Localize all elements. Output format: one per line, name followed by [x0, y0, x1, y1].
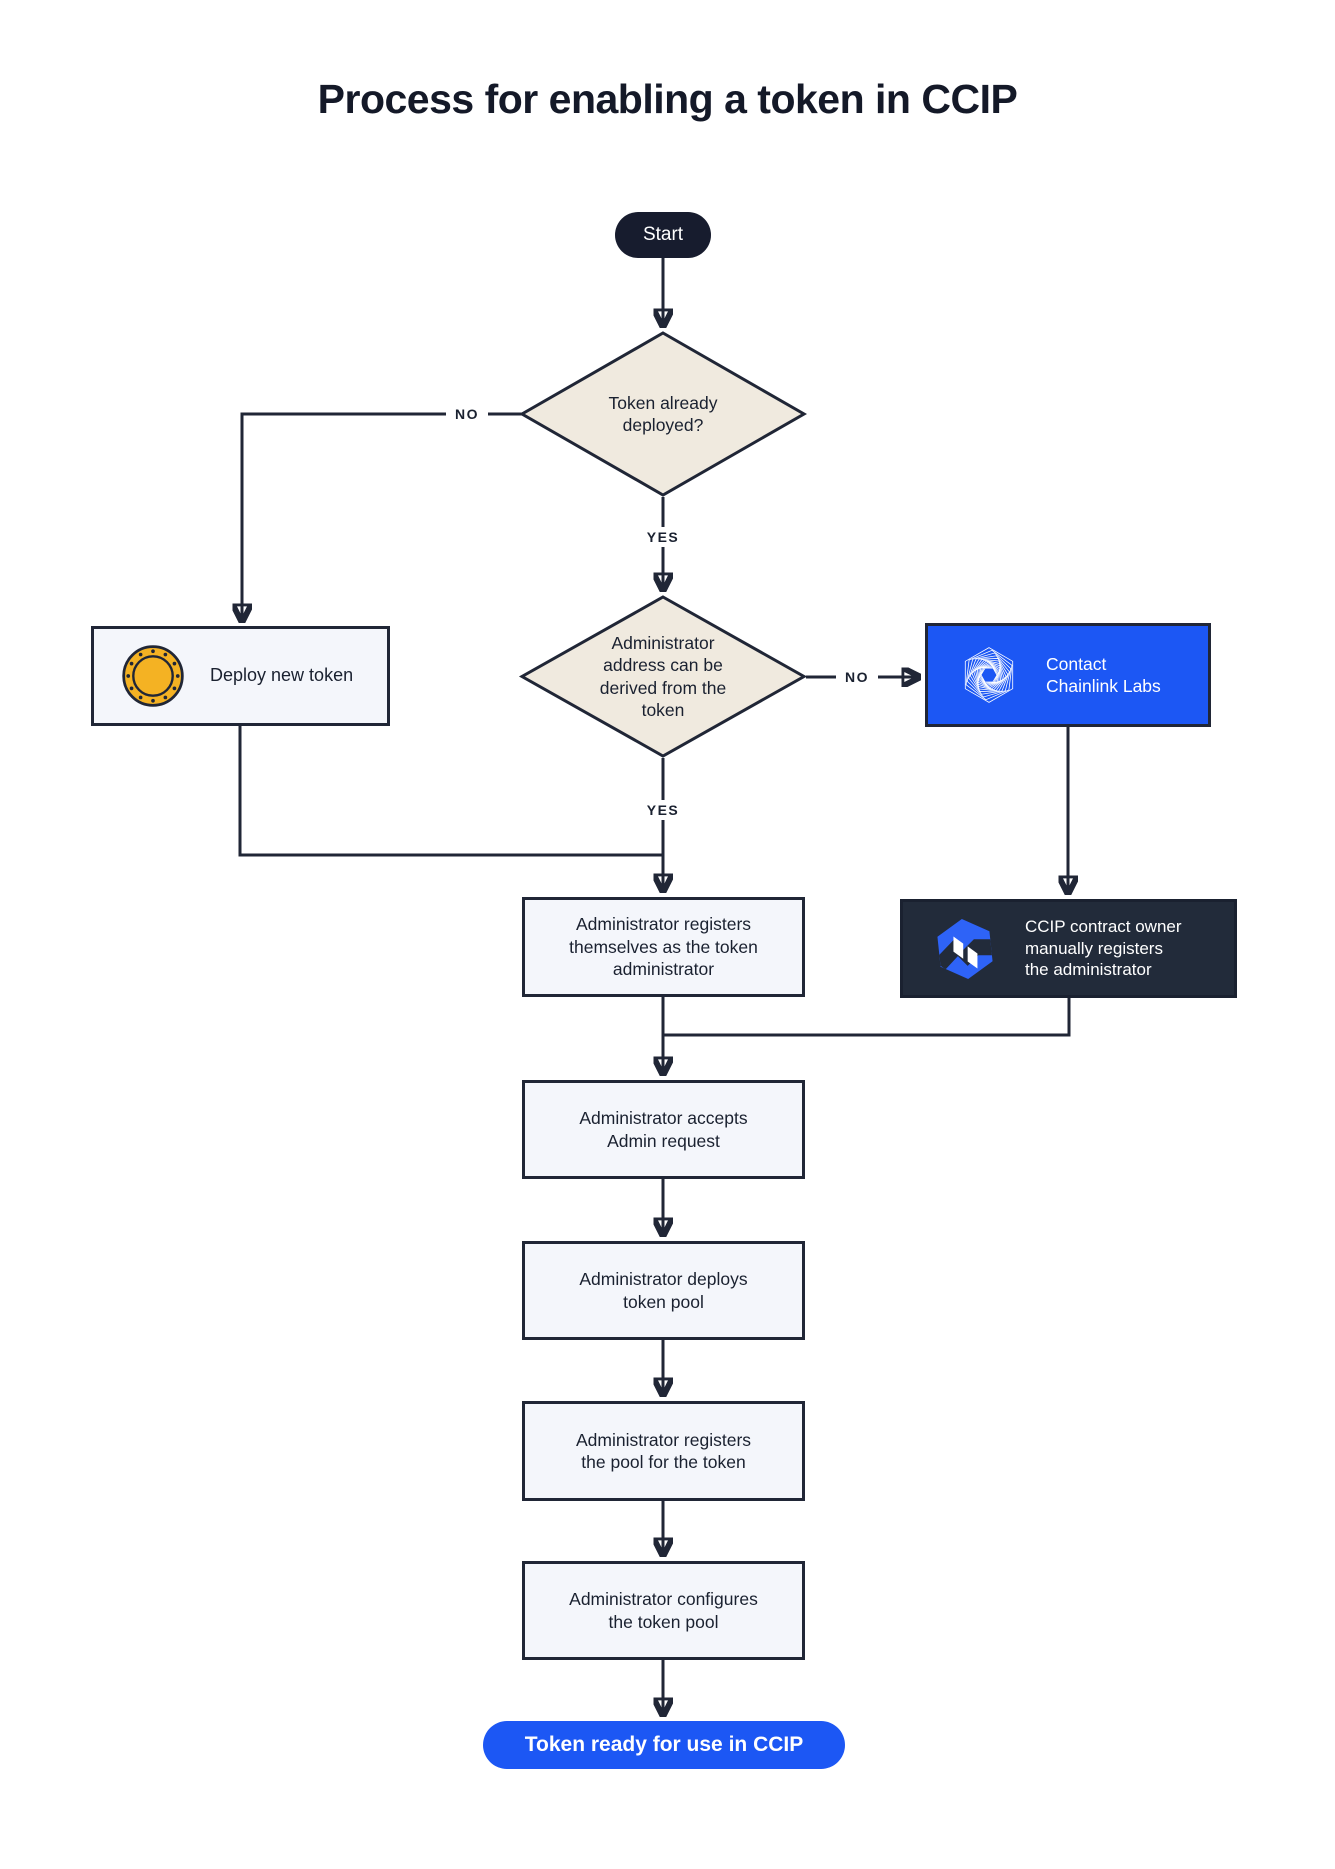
connector-decision1-no-to-deploy: [242, 412, 522, 619]
admin-registers-self-node: Administrator registers themselves as th…: [522, 897, 805, 997]
decision-token-already-deployed: Token already deployed?: [518, 331, 808, 497]
page-title: Process for enabling a token in CCIP: [317, 76, 1018, 122]
edge-label-yes-2: YES: [637, 800, 689, 820]
end-node: Token ready for use in CCIP: [483, 1721, 845, 1769]
chainlink-labs-icon: [964, 647, 1014, 703]
diamond-shape: [518, 331, 808, 497]
deploy-new-token-node: Deploy new token: [91, 626, 390, 726]
admin-registers-pool-node: Administrator registers the pool for the…: [522, 1401, 805, 1501]
contact-chainlink-labs-label: Contact Chainlink Labs: [1046, 653, 1161, 696]
coin-icon: [122, 645, 184, 707]
ccip-owner-registers-node: CCIP contract owner manually registers t…: [900, 899, 1237, 998]
admin-registers-self-label: Administrator registers themselves as th…: [569, 914, 758, 980]
admin-configures-pool-node: Administrator configures the token pool: [522, 1561, 805, 1660]
admin-deploys-pool-node: Administrator deploys token pool: [522, 1241, 805, 1340]
ccip-owner-registers-label: CCIP contract owner manually registers t…: [1025, 916, 1182, 980]
admin-registers-pool-label: Administrator registers the pool for the…: [575, 1429, 752, 1472]
start-node: Start: [615, 212, 711, 258]
deploy-new-token-label: Deploy new token: [210, 665, 354, 686]
decision-admin-address-derivable: Administrator address can be derived fro…: [518, 595, 808, 758]
diamond-shape: [518, 595, 808, 758]
admin-deploys-pool-label: Administrator deploys token pool: [579, 1269, 748, 1312]
edge-label-yes-1: YES: [637, 527, 689, 547]
decision-admin-address-label: Administrator address can be derived fro…: [599, 632, 727, 720]
edge-label-no-2: NO: [836, 667, 878, 687]
edge-label-no-1: NO: [446, 404, 488, 424]
admin-accepts-label: Administrator accepts Admin request: [579, 1108, 748, 1151]
admin-configures-pool-label: Administrator configures the token pool: [569, 1589, 758, 1632]
connector-ccip-owner-merge: [663, 996, 1071, 1037]
admin-accepts-node: Administrator accepts Admin request: [522, 1080, 805, 1179]
contact-chainlink-labs-node: Contact Chainlink Labs: [925, 623, 1211, 727]
decision-token-deployed-label: Token already deployed?: [608, 392, 718, 435]
ccip-icon: [935, 918, 995, 979]
start-label: Start: [642, 223, 684, 245]
end-label: Token ready for use in CCIP: [524, 1732, 804, 1756]
